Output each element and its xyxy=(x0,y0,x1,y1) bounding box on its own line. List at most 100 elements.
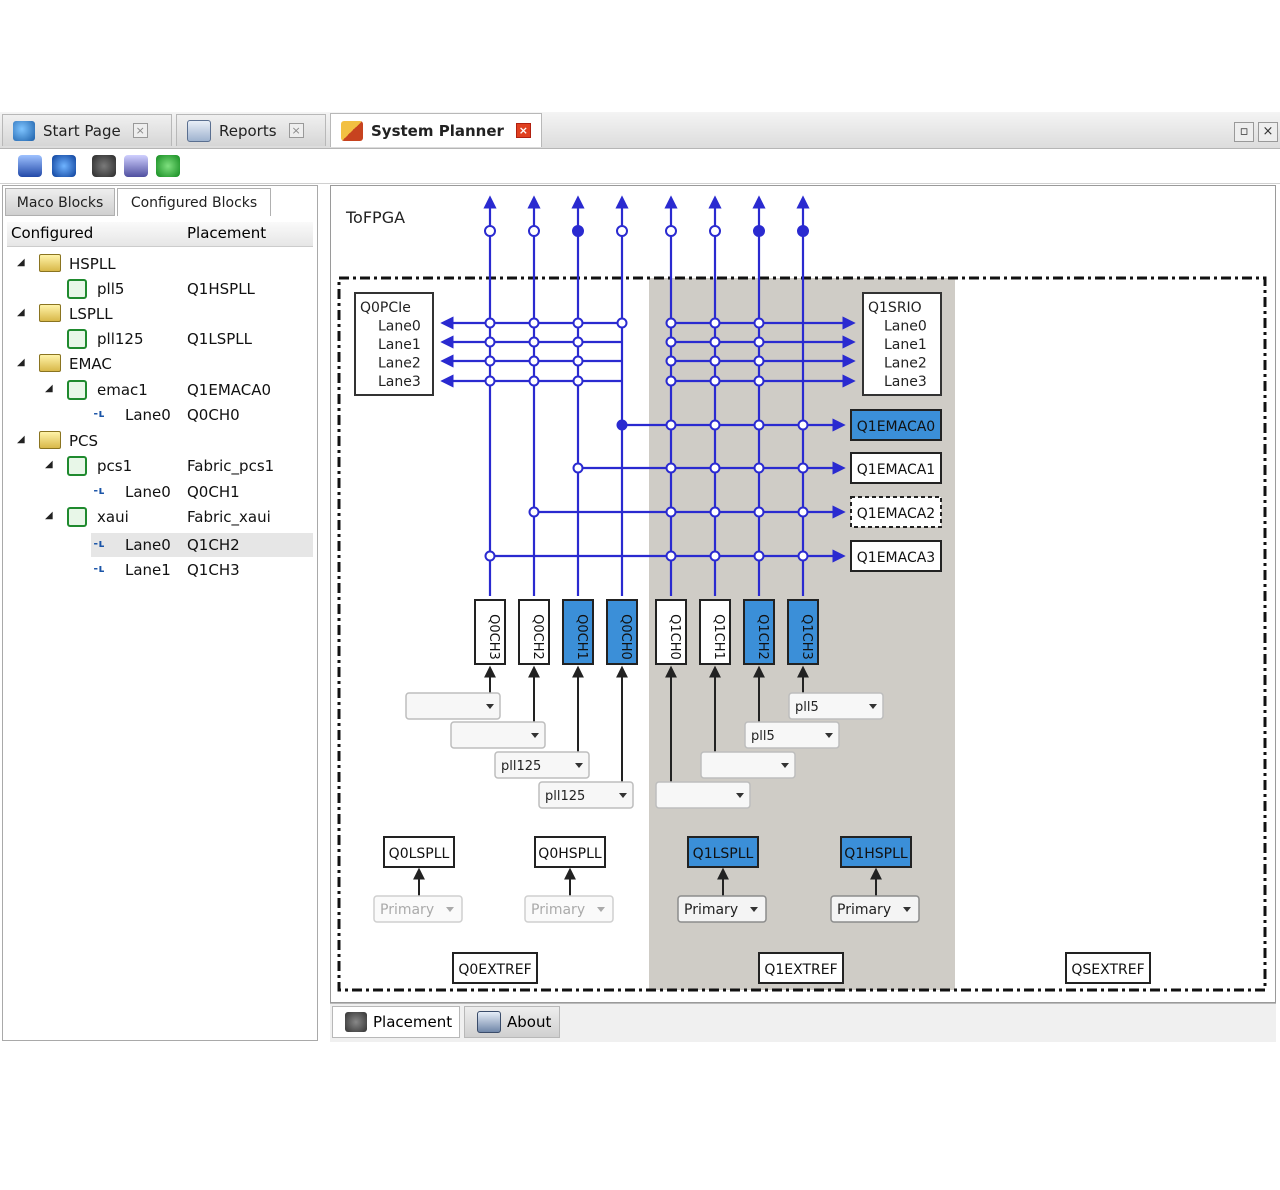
tree-row[interactable]: ◢ pcs1 Fabric_pcs1 xyxy=(17,454,317,478)
q0pcie-block[interactable] xyxy=(354,292,434,396)
module-icon xyxy=(67,380,87,400)
channel-block-q1ch0[interactable] xyxy=(655,599,687,665)
bus-junction xyxy=(572,317,584,329)
bus-junction xyxy=(572,336,584,348)
emac-block-0[interactable] xyxy=(850,409,942,441)
network-icon[interactable] xyxy=(52,155,76,177)
expand-arrow-icon[interactable]: ◢ xyxy=(17,257,25,268)
tree-row[interactable]: ◢ xaui Fabric_xaui xyxy=(17,505,317,529)
bus-junction xyxy=(616,317,628,329)
channel-block-q0ch3[interactable] xyxy=(474,599,506,665)
tree-row[interactable]: ◢ emac1 Q1EMACA0 xyxy=(17,378,317,402)
bus-junction xyxy=(753,462,765,474)
pll-select-dropdown[interactable] xyxy=(494,751,590,779)
column-placement[interactable]: Placement xyxy=(187,224,267,242)
expand-arrow-icon[interactable]: ◢ xyxy=(45,459,53,470)
tree-row[interactable]: ◢ EMAC xyxy=(17,352,317,376)
tree-row[interactable]: pll125 Q1LSPLL xyxy=(17,327,317,351)
pll-select-dropdown[interactable] xyxy=(538,781,634,809)
chevron-down-icon[interactable] xyxy=(781,763,789,768)
expand-arrow-icon[interactable]: ◢ xyxy=(17,434,25,445)
column-configured[interactable]: Configured xyxy=(11,224,94,242)
tree-row[interactable]: ⁃ʟ Lane0 Q0CH0 xyxy=(17,403,317,427)
tab-configured-blocks[interactable]: Configured Blocks xyxy=(117,188,271,216)
emac-block-3[interactable] xyxy=(850,540,942,572)
restore-window-icon[interactable]: ▫ xyxy=(1234,122,1254,142)
close-icon[interactable]: × xyxy=(132,123,148,138)
tab-placement[interactable]: Placement xyxy=(332,1006,460,1038)
close-icon[interactable]: × xyxy=(288,123,304,138)
tree-row[interactable]: ◢ LSPLL xyxy=(17,302,317,326)
tree-row[interactable]: ⁃ʟ Lane1 Q1CH3 xyxy=(17,558,317,582)
pll-ref-value: Primary xyxy=(837,902,891,918)
tab-about[interactable]: About xyxy=(464,1006,560,1038)
tree-row[interactable]: ◢ HSPLL xyxy=(17,252,317,276)
pll-ref-dropdown[interactable] xyxy=(830,895,920,923)
expand-arrow-icon[interactable]: ◢ xyxy=(45,510,53,521)
chevron-down-icon[interactable] xyxy=(903,907,911,912)
tab-reports[interactable]: Reports × xyxy=(176,114,326,146)
pll-block-q1hspll[interactable] xyxy=(840,836,912,868)
emac-block-1[interactable] xyxy=(850,452,942,484)
pll-select-dropdown[interactable] xyxy=(655,781,751,809)
pll-ref-value: Primary xyxy=(380,902,434,918)
monitor-icon[interactable] xyxy=(18,155,42,177)
chevron-down-icon[interactable] xyxy=(736,793,744,798)
channel-block-q0ch2[interactable] xyxy=(518,599,550,665)
chevron-down-icon[interactable] xyxy=(750,907,758,912)
chevron-down-icon[interactable] xyxy=(619,793,627,798)
expand-arrow-icon[interactable]: ◢ xyxy=(45,383,53,394)
tree-row-selected[interactable]: ⁃ʟ Lane0 Q1CH2 xyxy=(17,533,317,557)
chevron-down-icon[interactable] xyxy=(486,704,494,709)
pll-select-dropdown[interactable] xyxy=(788,692,884,720)
q0pcie-lane-label: Lane1 xyxy=(378,337,421,353)
pll-select-value: pll5 xyxy=(751,729,775,744)
emac-block-label: Q1EMACA0 xyxy=(857,419,935,435)
q1srio-block[interactable] xyxy=(862,292,942,396)
bus-junction xyxy=(572,375,584,387)
pll-block-q1lspll[interactable] xyxy=(687,836,759,868)
tab-system-planner[interactable]: System Planner × xyxy=(330,113,542,147)
layers-icon[interactable] xyxy=(124,155,148,177)
pll-ref-dropdown[interactable] xyxy=(373,895,463,923)
tree-row[interactable]: ◢ PCS xyxy=(17,429,317,453)
pll-block-q0hspll[interactable] xyxy=(534,836,606,868)
pll-select-dropdown[interactable] xyxy=(450,721,546,749)
pll-ref-dropdown[interactable] xyxy=(677,895,767,923)
emac-block-2[interactable] xyxy=(850,496,942,528)
chevron-down-icon[interactable] xyxy=(597,907,605,912)
channel-block-q0ch0[interactable] xyxy=(606,599,638,665)
channel-block-q0ch1[interactable] xyxy=(562,599,594,665)
channel-block-q1ch1[interactable] xyxy=(699,599,731,665)
bus-junction xyxy=(665,225,677,237)
extref-block-qsextref[interactable] xyxy=(1065,952,1151,984)
bus-junction xyxy=(709,506,721,518)
tab-start-page[interactable]: Start Page × xyxy=(2,114,172,146)
close-window-icon[interactable]: × xyxy=(1258,122,1278,142)
tree-row[interactable]: pll5 Q1HSPLL xyxy=(17,277,317,301)
pll-select-dropdown[interactable] xyxy=(405,692,501,720)
bus-junction xyxy=(797,419,809,431)
extref-block-q1extref[interactable] xyxy=(758,952,844,984)
chevron-down-icon[interactable] xyxy=(531,733,539,738)
chain-icon[interactable] xyxy=(92,155,116,177)
pll-block-q0lspll[interactable] xyxy=(383,836,455,868)
channel-block-q1ch3[interactable] xyxy=(787,599,819,665)
chevron-down-icon[interactable] xyxy=(869,704,877,709)
pll-select-dropdown[interactable] xyxy=(700,751,796,779)
bottom-tab-bar: Placement About xyxy=(330,1003,1276,1042)
tab-maco-blocks[interactable]: Maco Blocks xyxy=(5,188,115,216)
channel-block-q1ch2[interactable] xyxy=(743,599,775,665)
pll-ref-dropdown[interactable] xyxy=(524,895,614,923)
expand-arrow-icon[interactable]: ◢ xyxy=(17,357,25,368)
chevron-down-icon[interactable] xyxy=(825,733,833,738)
close-icon[interactable]: × xyxy=(515,123,531,138)
extref-block-q0extref[interactable] xyxy=(452,952,538,984)
pll-select-dropdown[interactable] xyxy=(744,721,840,749)
chevron-down-icon[interactable] xyxy=(446,907,454,912)
chevron-down-icon[interactable] xyxy=(575,763,583,768)
expand-arrow-icon[interactable]: ◢ xyxy=(17,307,25,318)
lane-icon: ⁃ʟ xyxy=(93,407,105,420)
refresh-icon[interactable] xyxy=(156,155,180,177)
tree-row[interactable]: ⁃ʟ Lane0 Q0CH1 xyxy=(17,480,317,504)
